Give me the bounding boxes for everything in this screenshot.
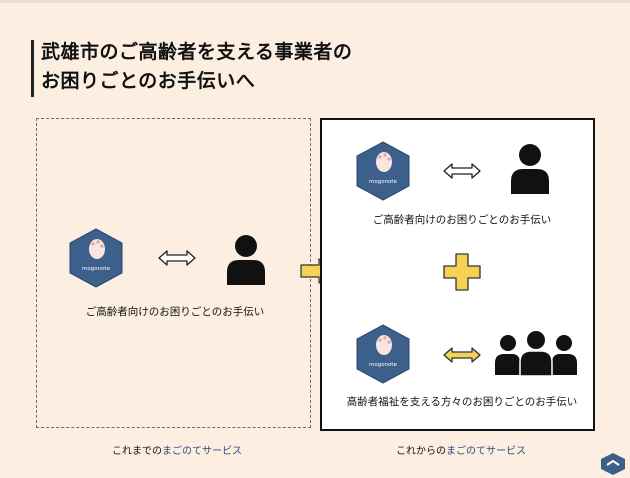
logo-text: mogonote [369, 179, 398, 185]
double-arrow-icon [443, 163, 481, 179]
current-service-caption: これまでのまごのてサービス [112, 442, 242, 457]
future-service-top-label: ご高齢者向けのお困りごとのお手伝い [372, 214, 552, 226]
mogonote-logo-icon: mogonote [69, 228, 123, 288]
plus-icon [443, 253, 481, 291]
person-icon [227, 235, 265, 285]
person-icon [511, 144, 549, 194]
caption-prefix: これからの [396, 446, 446, 457]
page-title: 武雄市のご高齢者を支える事業者の お困りごとのお手伝いへ [41, 38, 352, 96]
logo-text: mogonote [82, 266, 111, 272]
mogonote-logo-icon: mogonote [356, 324, 410, 384]
caption-service-name: まごのてサービス [446, 446, 526, 457]
current-service-label: ご高齢者向けのお困りごとのお手伝い [85, 306, 265, 318]
double-arrow-icon [443, 347, 481, 363]
caption-service-name: まごのてサービス [162, 446, 242, 457]
future-service-bottom-label: 高齢者福祉を支える方々のお困りごとのお手伝い [346, 396, 578, 408]
double-arrow-icon [158, 250, 196, 266]
group-icon [495, 330, 577, 376]
logo-text: mogonote [369, 362, 398, 368]
title-line-2: お困りごとのお手伝いへ [41, 70, 256, 92]
caption-prefix: これまでの [112, 446, 162, 457]
title-accent-bar [31, 40, 34, 97]
title-line-1: 武雄市のご高齢者を支える事業者の [41, 41, 353, 63]
top-divider [0, 0, 630, 3]
mogonote-logo-icon: mogonote [356, 141, 410, 201]
corner-logo-icon [601, 453, 625, 475]
future-service-caption: これからのまごのてサービス [396, 442, 526, 457]
